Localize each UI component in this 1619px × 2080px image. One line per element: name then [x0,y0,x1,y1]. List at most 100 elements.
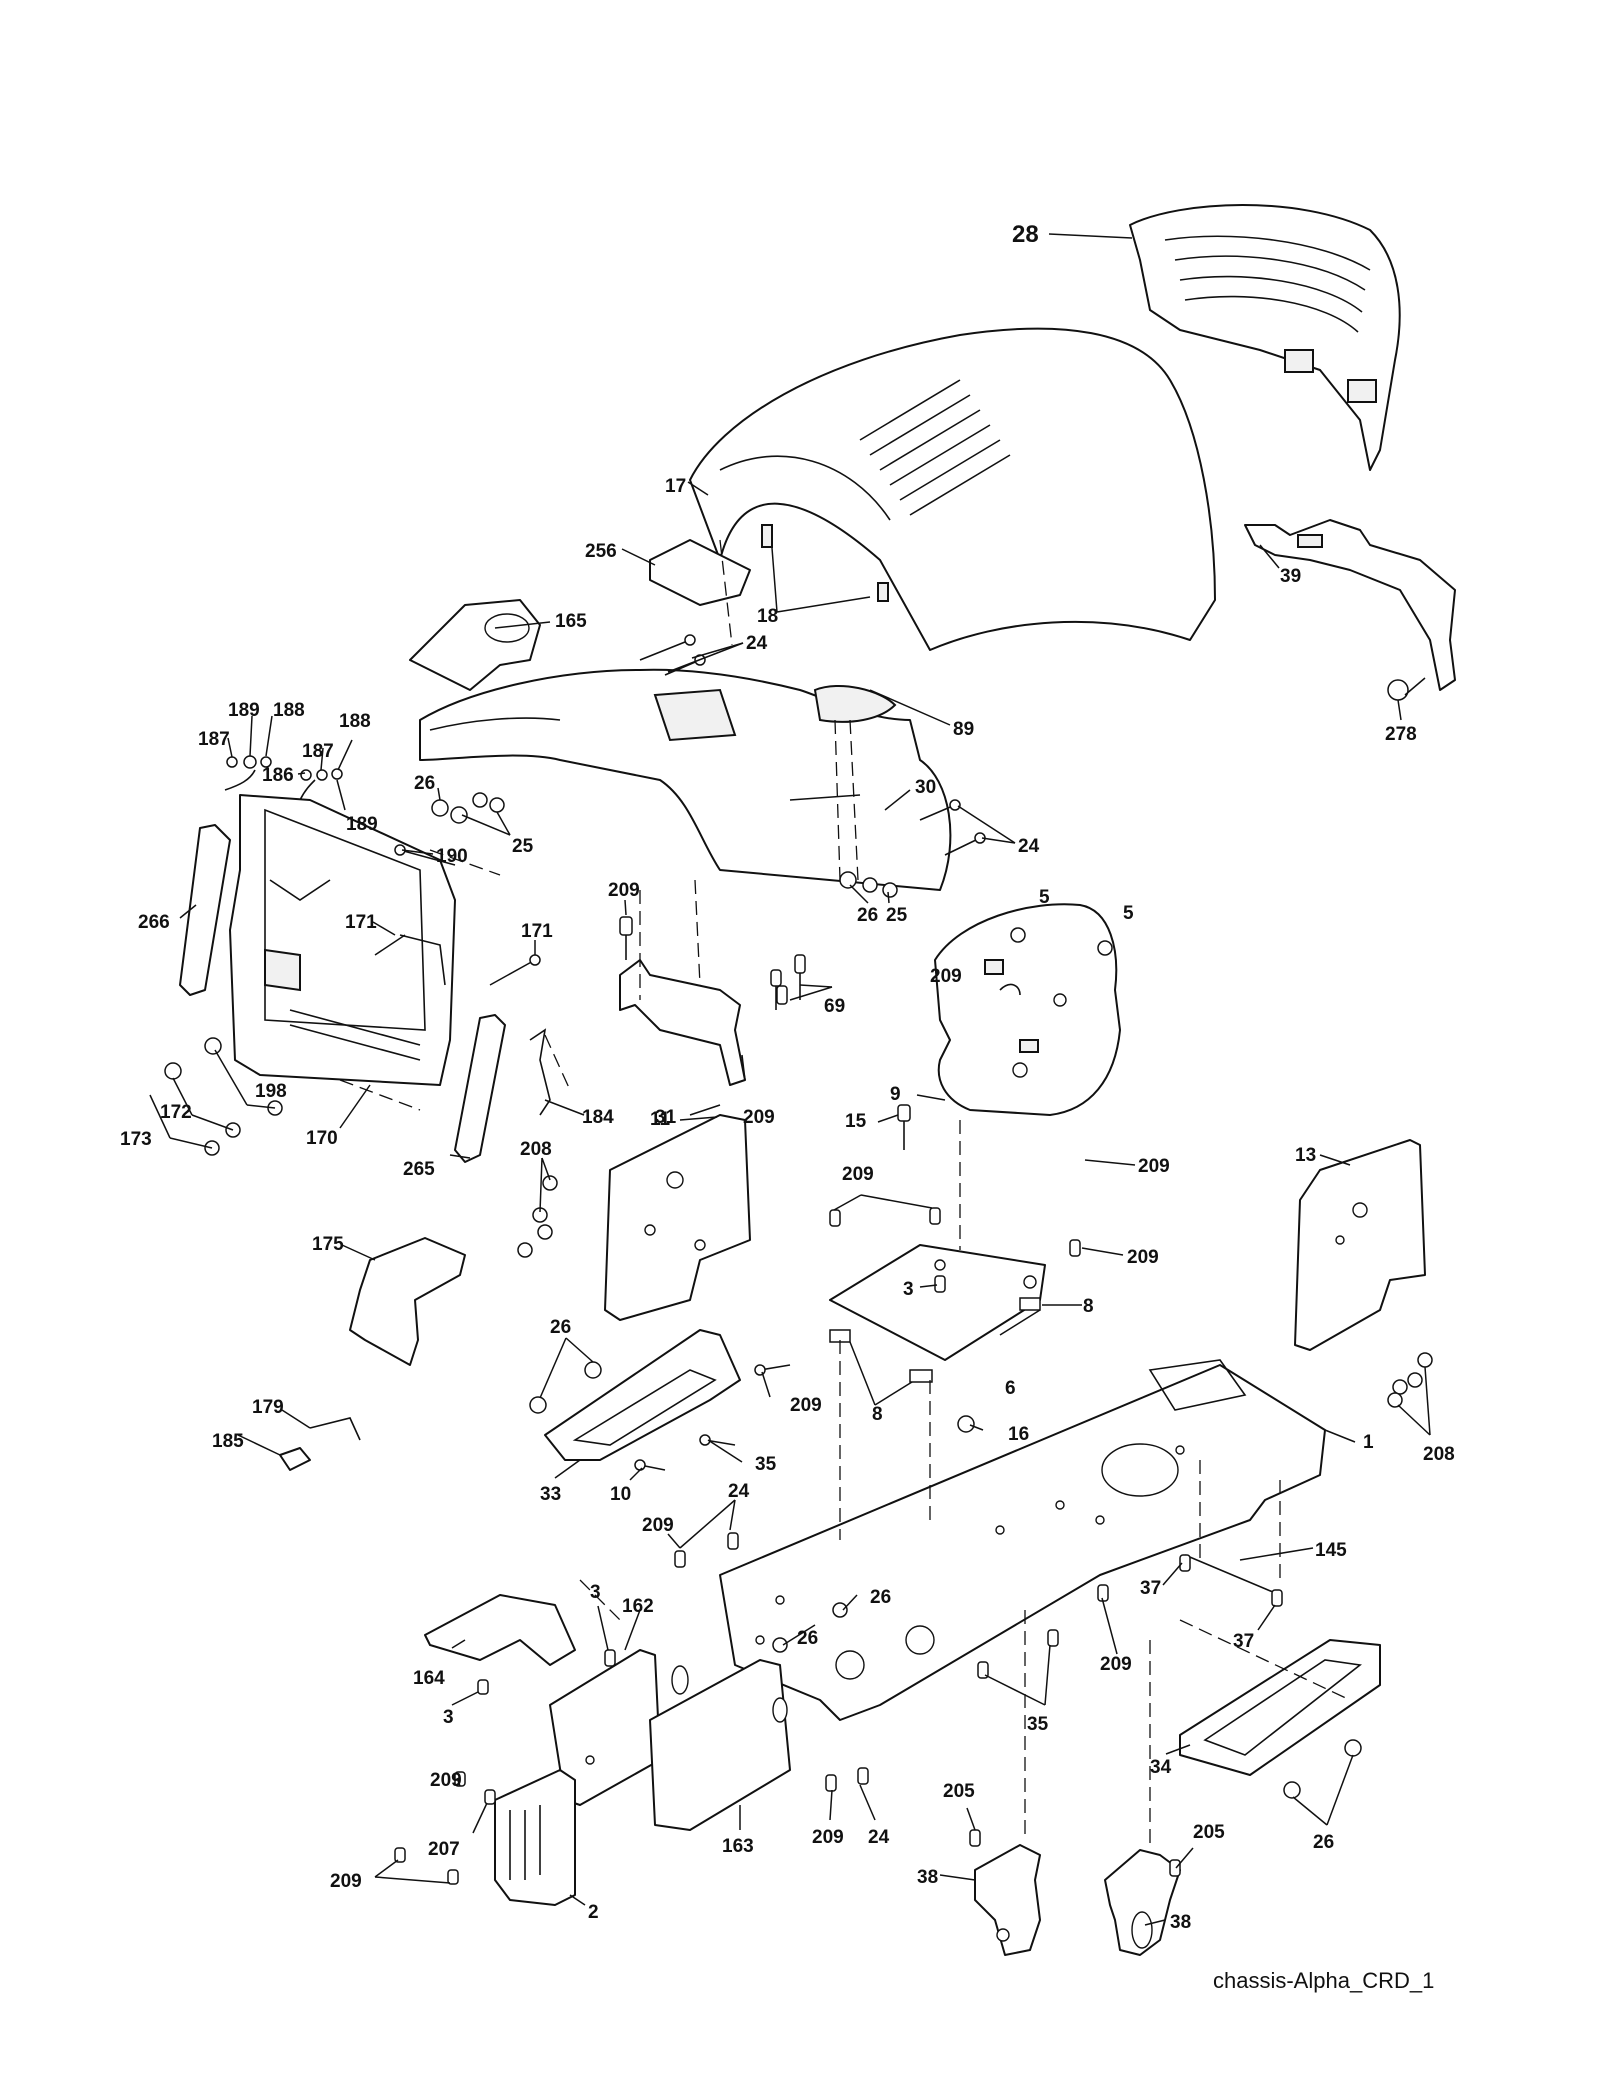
footrest-part-34 [1179,1639,1381,1776]
cover-part-165 [409,599,541,691]
rod-part-179 [309,1417,361,1441]
callout-205: 205 [943,1781,975,1802]
bolts-35-center [977,1584,1109,1679]
callout-26: 26 [857,905,878,926]
callout-173: 173 [120,1129,152,1150]
callout-187: 187 [198,729,230,750]
pad-part-256 [649,539,751,606]
callout-17: 17 [665,476,686,497]
plate-part-6 [829,1244,1046,1361]
callout-209: 209 [642,1515,674,1536]
callout-26: 26 [797,1628,818,1649]
callout-209: 209 [743,1107,775,1128]
clip-part-185 [279,1447,311,1471]
main-frame-part-1 [719,1359,1326,1721]
nuts-26-25-left [431,792,505,824]
trim-part-266 [179,824,231,996]
callout-190: 190 [436,846,468,867]
washers-198-172-173 [164,1037,283,1156]
callout-38: 38 [1170,1912,1191,1933]
callout-39: 39 [1280,566,1301,587]
bolt-part-278 [1387,677,1426,701]
callout-35: 35 [1027,1714,1049,1735]
callout-16: 16 [1008,1424,1029,1445]
callout-5: 5 [1123,903,1134,924]
bracket-part-39 [1244,519,1456,691]
bracket-part-38-left [974,1844,1041,1956]
callout-31: 31 [655,1107,677,1128]
callout-205: 205 [1193,1822,1225,1843]
callout-187: 187 [302,741,334,762]
callout-37: 37 [1140,1578,1161,1599]
alignment-lines [339,539,1351,1850]
screws-209-69 [619,916,806,1010]
bolts-24-front [674,1532,869,1792]
callout-1: 1 [1363,1432,1374,1453]
bolts-37 [1179,1554,1283,1607]
callout-185: 185 [212,1431,244,1452]
callout-164: 164 [413,1668,445,1689]
callout-8: 8 [872,1404,883,1425]
callout-209: 209 [930,966,962,987]
bumper-part-18 [761,524,889,602]
callout-30: 30 [915,777,936,798]
callout-186: 186 [262,765,294,786]
callout-37: 37 [1233,1631,1254,1652]
callout-25: 25 [512,836,534,857]
callout-265: 265 [403,1159,435,1180]
callout-208: 208 [520,1139,552,1160]
callout-162: 162 [622,1596,654,1617]
callout-35: 35 [755,1454,777,1475]
callout-9: 9 [890,1084,901,1105]
fender-part-30 [419,668,952,891]
rod-part-145 [1184,1554,1281,1596]
hood-part-17 [689,327,1216,651]
bracket-part-164 [424,1594,576,1666]
callout-209: 209 [1138,1156,1170,1177]
callout-33: 33 [540,1484,561,1505]
callout-145: 145 [1315,1540,1347,1561]
cover-part-175 [349,1237,466,1366]
bolts-209-207-front [394,1649,616,1885]
callout-26: 26 [414,773,435,794]
callout-26: 26 [870,1587,891,1608]
callout-209: 209 [330,1871,362,1892]
nut-part-16 [957,1415,975,1433]
clips-part-8 [829,1297,1041,1383]
callout-13: 13 [1295,1145,1316,1166]
callout-209: 209 [790,1395,822,1416]
screws-part-205 [969,1829,1181,1877]
nuts-26-footrest [529,1361,602,1414]
callout-8: 8 [1083,1296,1094,1317]
nuts-26-right [1283,1739,1362,1799]
callout-3: 3 [443,1707,454,1728]
callout-163: 163 [722,1836,754,1857]
callout-165: 165 [555,611,587,632]
callout-209: 209 [1100,1654,1132,1675]
nuts-26-frame [772,1602,848,1653]
nuts-26-25-center [839,871,898,898]
trim-part-265 [454,1014,506,1163]
callout-170: 170 [306,1128,338,1149]
callout-2: 2 [588,1902,599,1923]
callout-188: 188 [273,700,305,721]
callout-5: 5 [1039,887,1050,908]
callout-278: 278 [1385,724,1417,745]
screws-209-plate [829,1207,1081,1293]
callout-266: 266 [138,912,170,933]
callout-26: 26 [1313,1832,1334,1853]
callout-189: 189 [346,814,378,835]
side-plate-part-11 [604,1114,751,1321]
callout-24: 24 [1018,836,1040,857]
hardware-189-188-187 [224,755,343,801]
callout-28: 28 [1012,221,1039,248]
callout-labels: 28 17 256 18 165 24 89 30 24 39 278 189 … [120,221,1455,1933]
dash-panel-part-170 [229,794,456,1086]
shield-part-9 [934,903,1121,1116]
callout-209: 209 [812,1827,844,1848]
callout-3: 3 [590,1582,601,1603]
callout-198: 198 [255,1081,287,1102]
spring-part-184 [529,1028,551,1116]
callout-207: 207 [428,1839,460,1860]
